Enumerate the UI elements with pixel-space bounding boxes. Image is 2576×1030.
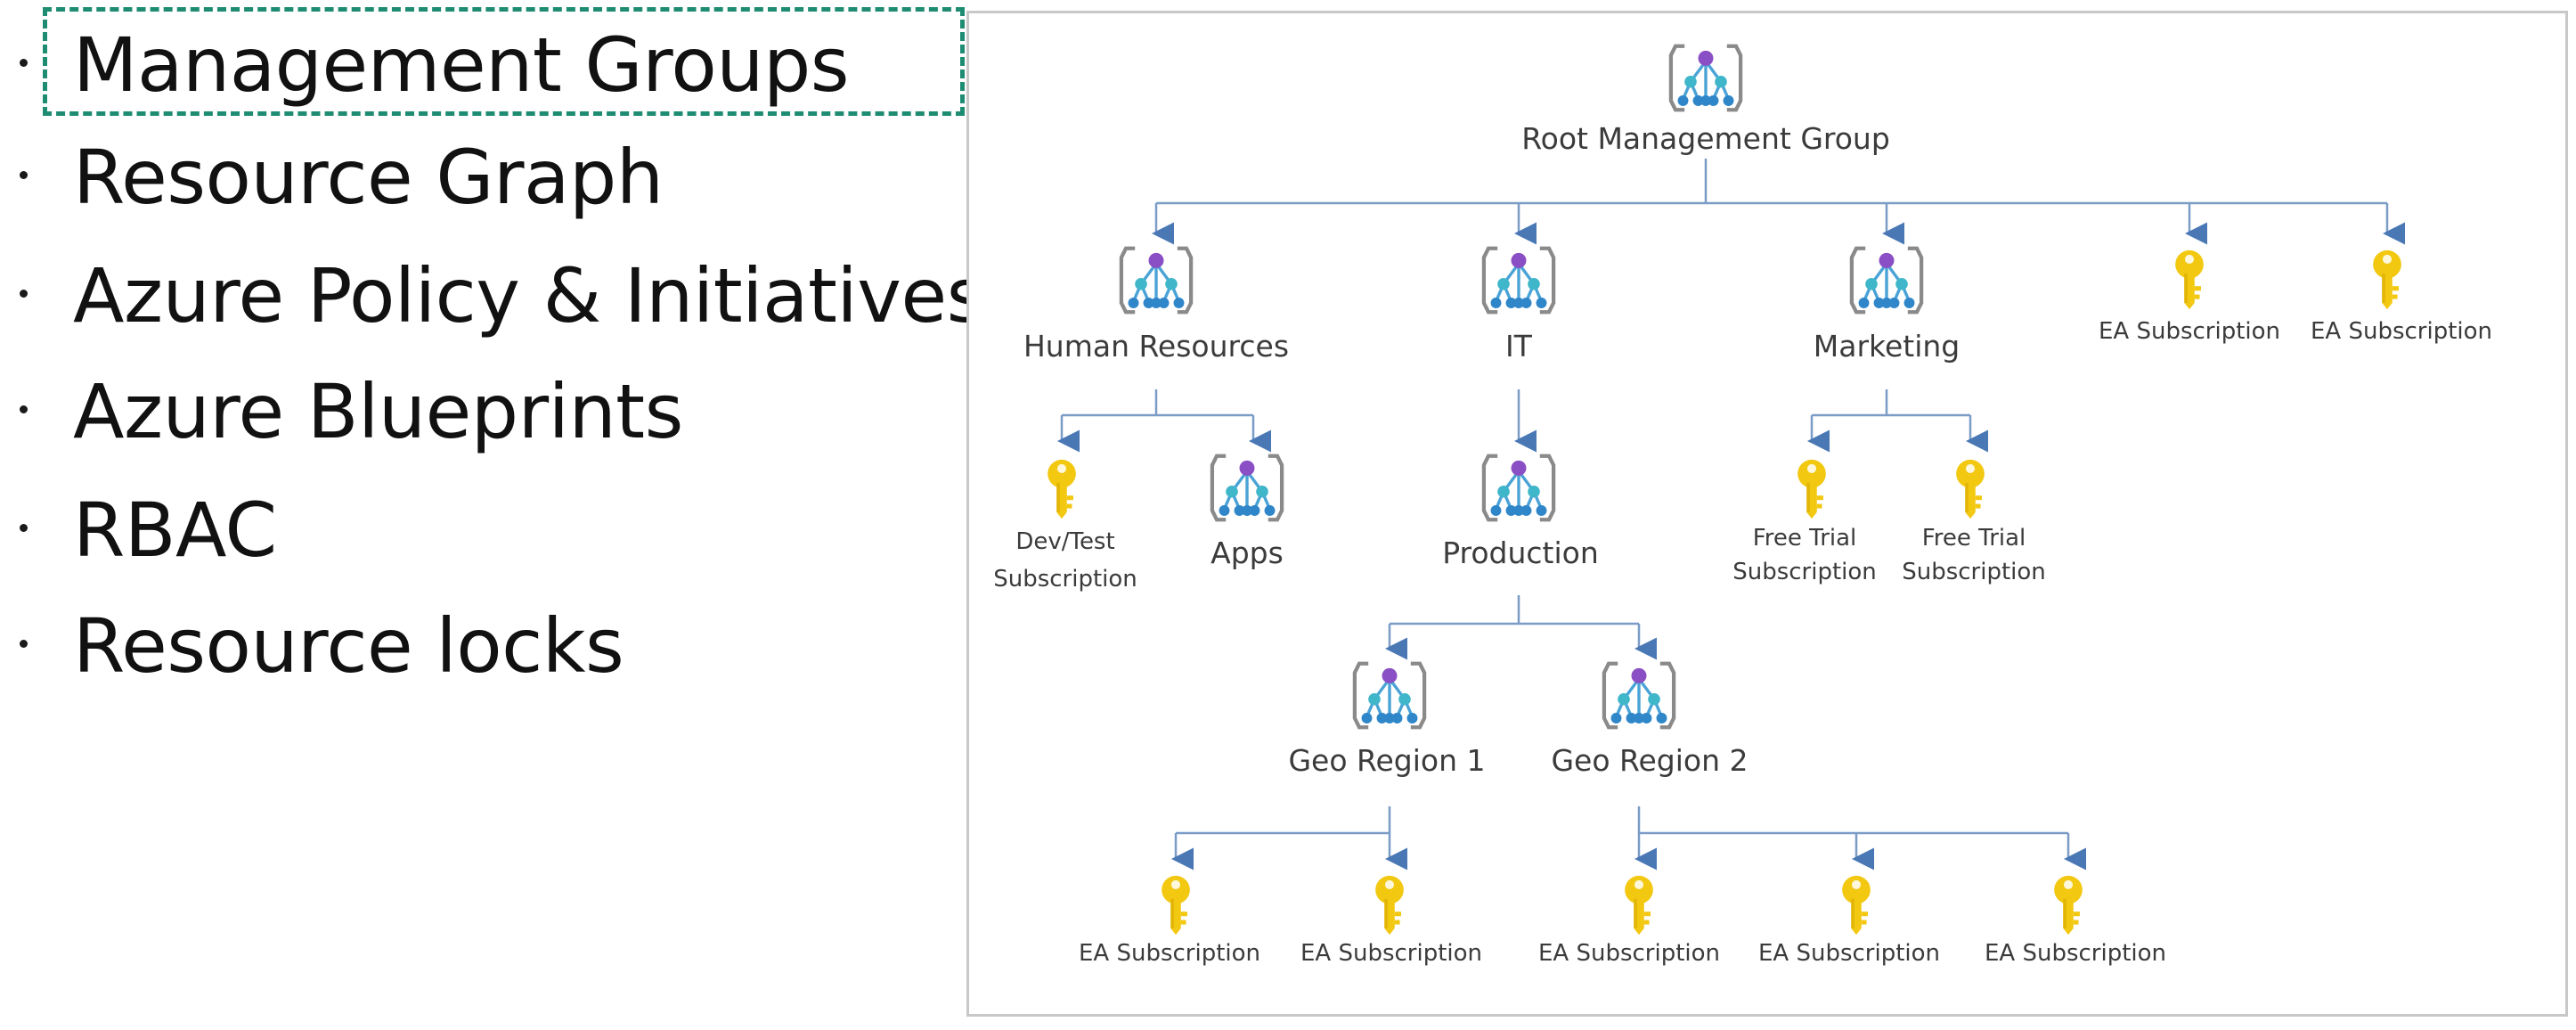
bullet-dot [20,405,28,413]
management-group-icon [1484,249,1553,312]
geo-region-1-node: Geo Region 1 [1288,664,1486,778]
ea-subscription-node: EA Subscription [2311,249,2492,345]
bullet-list: Management Groups Resource Graph Azure P… [0,0,985,690]
key-icon [1842,875,1871,936]
free-trial-subscription-node: Free Trial Subscription [1902,459,2046,585]
node-label: Production [1442,535,1599,570]
hierarchy-diagram: Root Management Group Human Resources IT… [966,11,2568,1017]
node-label: EA Subscription [2311,318,2492,345]
node-label: Subscription [993,566,1137,593]
key-icon [1162,875,1190,936]
node-label: Human Resources [1023,329,1289,364]
node-label: Dev/Test [1015,528,1114,555]
node-label: IT [1505,329,1533,364]
production-node: Production [1442,456,1599,570]
bullet-dot [20,290,28,298]
dev-test-subscription-node: Dev/Test Subscription [993,459,1137,593]
bullet-dot [20,171,28,179]
ea-subscription-node: EA Subscription [1985,875,2166,967]
bullet-text: Resource Graph [73,134,664,221]
bullet-dot [20,59,28,67]
node-label: EA Subscription [1538,940,1720,967]
node-label: Apps [1211,535,1284,570]
key-icon [1375,875,1404,936]
root-management-group-node: Root Management Group [1521,46,1890,156]
key-icon [1048,459,1076,519]
key-icon [2373,249,2401,310]
key-icon [1797,459,1826,519]
geo-region-2-node: Geo Region 2 [1551,664,1749,778]
key-icon [1956,459,1985,519]
bullet-text: Resource locks [73,602,624,690]
management-group-icon [1121,249,1191,312]
management-group-icon [1355,664,1424,727]
node-label: Subscription [1732,559,1877,585]
ea-subscription-node: EA Subscription [1758,875,1940,967]
node-label: Free Trial [1922,525,2026,552]
node-label: EA Subscription [1079,940,1260,967]
human-resources-node: Human Resources [1023,249,1289,364]
node-label: Free Trial [1753,525,1857,552]
ea-subscription-node: EA Subscription [1079,875,1260,967]
node-label: EA Subscription [1300,940,1482,967]
bullet-text: Azure Policy & Initiatives [73,252,985,339]
key-icon [2054,875,2083,936]
management-group-icon [1604,664,1674,727]
bullet-text: Azure Blueprints [73,368,683,455]
bullet-dot [20,640,28,648]
ea-subscription-node: EA Subscription [1300,875,1482,967]
node-label: Subscription [1902,559,2046,585]
ea-subscription-node: EA Subscription [2099,249,2280,345]
node-label: Geo Region 2 [1551,743,1748,778]
management-group-icon [1852,249,1921,312]
node-label: EA Subscription [2099,318,2280,345]
it-node: IT [1484,249,1553,364]
free-trial-subscription-node: Free Trial Subscription [1732,459,1877,585]
node-label: EA Subscription [1985,940,2166,967]
marketing-node: Marketing [1814,249,1960,364]
management-group-icon [1212,456,1282,519]
node-label: Marketing [1814,329,1960,364]
key-icon [1625,875,1653,936]
bullet-text: RBAC [73,486,277,574]
management-group-icon [1484,456,1553,519]
bullet-text: Management Groups [73,21,850,109]
node-label: EA Subscription [1758,940,1940,967]
highlight-box [43,7,965,116]
node-label: Root Management Group [1521,121,1890,156]
key-icon [2175,249,2204,310]
apps-node: Apps [1211,456,1284,570]
connector-lines [1057,159,2405,871]
node-label: Geo Region 1 [1288,743,1485,778]
management-group-icon [1671,46,1740,110]
ea-subscription-node: EA Subscription [1538,875,1720,967]
bullet-dot [20,524,28,532]
